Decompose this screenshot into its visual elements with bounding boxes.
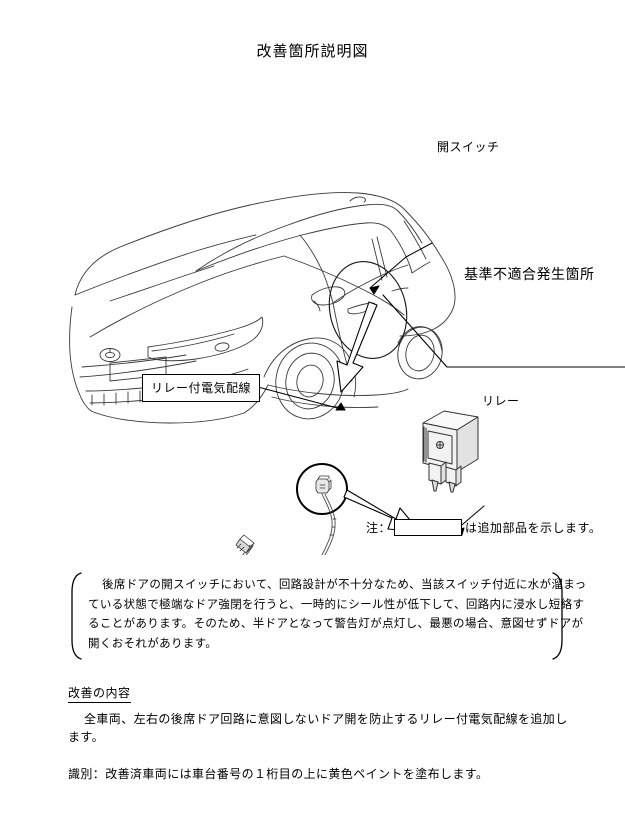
callout-label-nonconformity: 基準不適合発生箇所	[464, 267, 595, 283]
callout-label-open-switch: 開スイッチ	[437, 140, 500, 154]
note-suffix: は追加部品を示します。	[465, 521, 602, 535]
description-line: ることがあります。そのため、半ドアとなって警告灯が点灯し、最悪の場合、意図せずド…	[88, 616, 584, 630]
improvement-heading: 改善の内容	[68, 684, 131, 703]
note-row: 注： は追加部品を示します。	[366, 519, 601, 536]
bracket-left-icon	[71, 572, 82, 660]
leader-nonconformity	[382, 294, 625, 368]
callout-arrow-to-detail	[336, 301, 378, 393]
note-prefix: 注：	[366, 521, 392, 535]
ellipse-highlight	[328, 261, 408, 359]
description-block: 後席ドアの開スイッチにおいて、回路設計が不十分なため、当該スイッチ付近に水が溜ま…	[68, 572, 587, 660]
description-line: ている状態で極端なドア強閉を行うと、一時的にシール性が低下して、回路内に浸水し短…	[88, 596, 585, 611]
callout-label-wiring-with-relay: リレー付電気配線	[142, 374, 261, 402]
wire-harness-drawing	[235, 475, 337, 555]
callout-label-relay: リレー	[482, 394, 520, 408]
identification-line: 識別：改善済車両には車台番号の１桁目の上に黄色ペイントを塗布します。	[68, 767, 489, 781]
description-line: 開くおそれがあります。	[88, 635, 218, 650]
diagram-illustration	[0, 105, 625, 555]
bracket-right-icon	[552, 572, 563, 660]
relay-component-drawing	[422, 410, 479, 493]
car-line-drawing	[69, 192, 456, 424]
detail-circle	[296, 463, 348, 515]
improvement-body: 全車両、左右の後席ドア回路に意図しないドア開を防止するリレー付電気配線を追加しま…	[68, 712, 568, 744]
description-text: 後席ドアの開スイッチにおいて、回路設計が不十分なため、当該スイッチ付近に水が溜ま…	[88, 575, 587, 653]
note-legend-box	[394, 519, 463, 536]
description-line: 後席ドアの開スイッチにおいて、回路設計が不十分なため、当該スイッチ付近に水が溜ま…	[102, 577, 587, 591]
leader-open-switch	[369, 242, 433, 295]
page-title: 改善箇所説明図	[256, 42, 369, 60]
leader-harness	[257, 386, 346, 411]
